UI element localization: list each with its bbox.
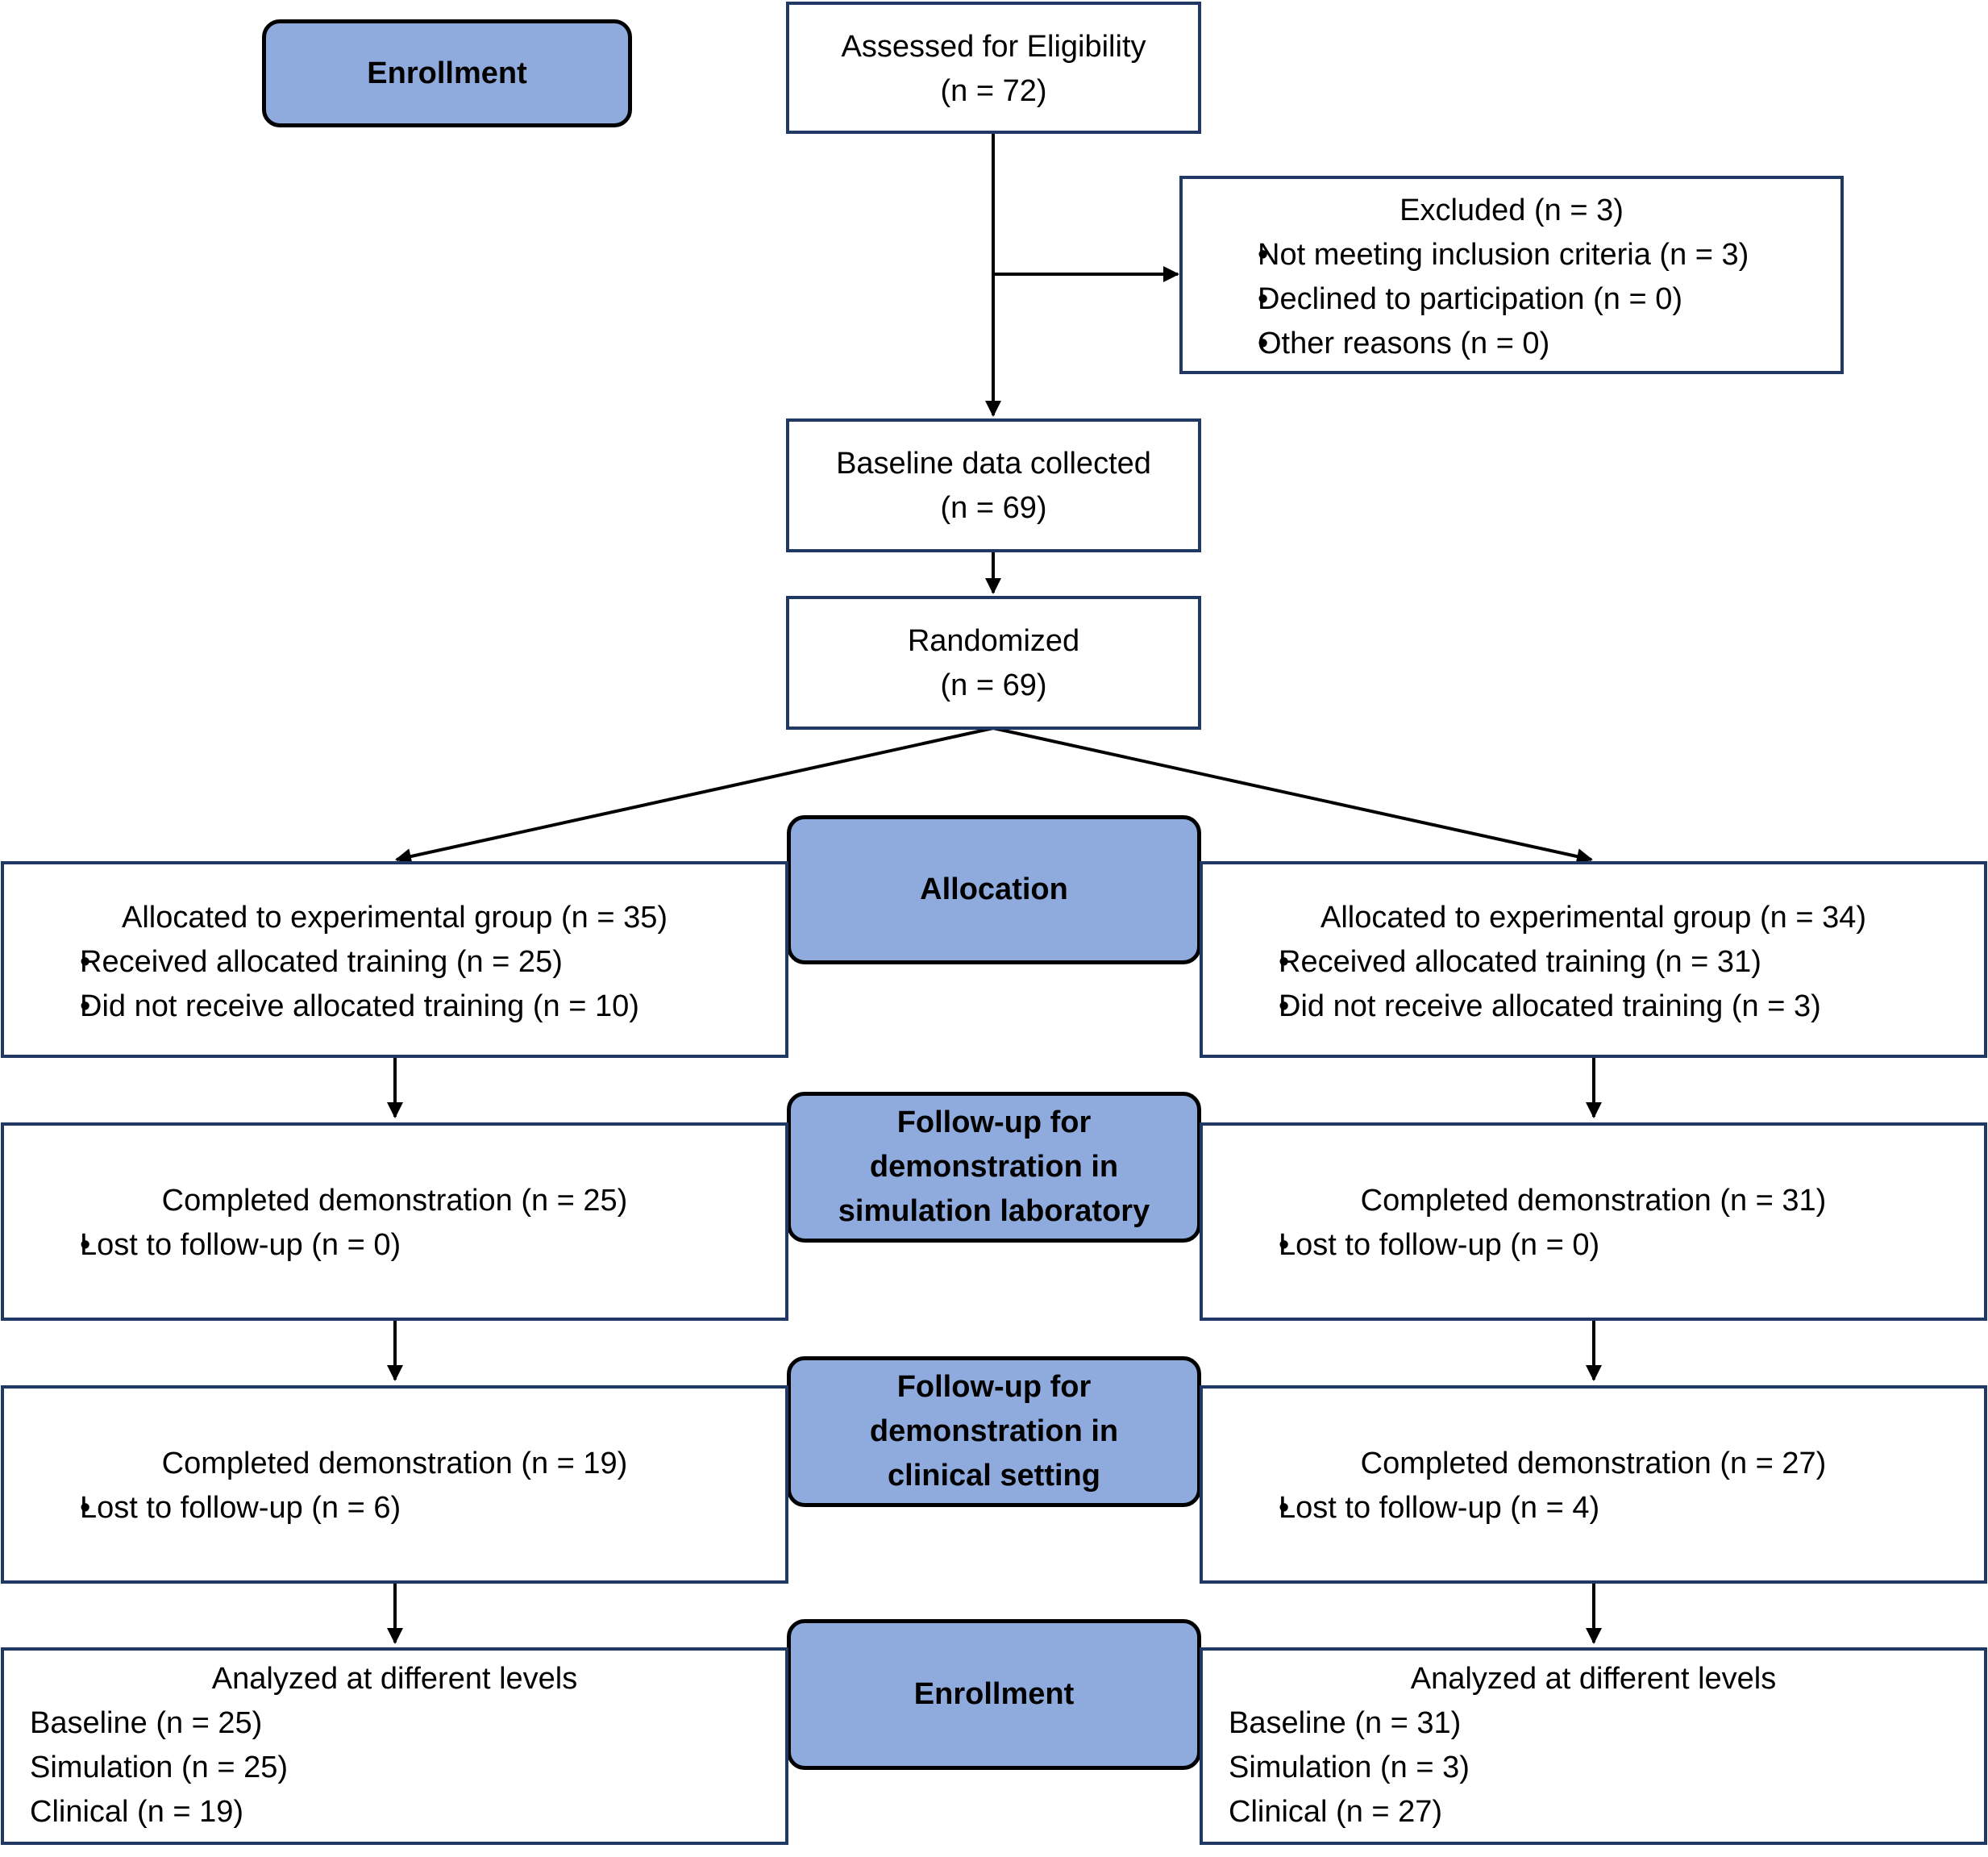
left-allocation-box: Allocated to experimental group (n = 35)… xyxy=(1,861,788,1058)
baseline-box: Baseline data collected (n = 69) xyxy=(786,418,1201,552)
left-analyzed-line: Simulation (n = 25) xyxy=(30,1751,288,1784)
right-allocation-list: Received allocated training (n = 31) Did… xyxy=(1203,940,1984,1029)
left-analyzed-line: Clinical (n = 19) xyxy=(30,1795,244,1829)
right-clinical-box: Completed demonstration (n = 27) Lost to… xyxy=(1200,1385,1987,1584)
arrow-randomized-to-left xyxy=(395,727,994,864)
baseline-count: (n = 69) xyxy=(940,491,1047,525)
right-allocation-item: Received allocated training (n = 31) xyxy=(1203,940,1984,985)
excluded-item: Other reasons (n = 0) xyxy=(1183,322,1840,366)
left-allocation-list: Received allocated training (n = 25) Did… xyxy=(4,940,785,1029)
right-clinical-list: Lost to follow-up (n = 4) xyxy=(1203,1486,1984,1530)
stage-enrollment-bottom: Enrollment xyxy=(787,1619,1201,1770)
assessed-title: Assessed for Eligibility xyxy=(841,30,1146,64)
stage-enrollment-top-label: Enrollment xyxy=(367,56,527,90)
excluded-item: Not meeting inclusion criteria (n = 3) xyxy=(1183,233,1840,277)
excluded-list: Not meeting inclusion criteria (n = 3) D… xyxy=(1183,233,1840,366)
left-clinical-box: Completed demonstration (n = 19) Lost to… xyxy=(1,1385,788,1584)
excluded-item: Declined to participation (n = 0) xyxy=(1183,277,1840,322)
randomized-count: (n = 69) xyxy=(940,668,1047,702)
right-analyzed-line: Clinical (n = 27) xyxy=(1229,1795,1443,1829)
stage-followup-sim-line: Follow-up for xyxy=(896,1105,1092,1139)
left-simulation-list: Lost to follow-up (n = 0) xyxy=(4,1223,785,1268)
left-analyzed-box: Analyzed at different levels Baseline (n… xyxy=(1,1647,788,1845)
right-simulation-title: Completed demonstration (n = 31) xyxy=(1360,1184,1827,1218)
stage-enrollment-top: Enrollment xyxy=(262,19,632,127)
left-allocation-title: Allocated to experimental group (n = 35) xyxy=(121,901,668,935)
stage-followup-simulation: Follow-up for demonstration in simulatio… xyxy=(787,1092,1201,1243)
left-clinical-list: Lost to follow-up (n = 6) xyxy=(4,1486,785,1530)
excluded-box: Excluded (n = 3) Not meeting inclusion c… xyxy=(1179,176,1844,374)
left-simulation-box: Completed demonstration (n = 25) Lost to… xyxy=(1,1122,788,1321)
left-simulation-title: Completed demonstration (n = 25) xyxy=(161,1184,628,1218)
left-clinical-item: Lost to follow-up (n = 6) xyxy=(4,1486,785,1530)
stage-followup-clinical-line: demonstration in xyxy=(869,1414,1119,1448)
stage-followup-sim-line: demonstration in xyxy=(869,1150,1119,1184)
left-allocation-item: Did not receive allocated training (n = … xyxy=(4,985,785,1029)
right-allocation-box: Allocated to experimental group (n = 34)… xyxy=(1200,861,1987,1058)
right-analyzed-line: Simulation (n = 3) xyxy=(1229,1751,1470,1784)
right-simulation-list: Lost to follow-up (n = 0) xyxy=(1203,1223,1984,1268)
left-analyzed-line: Baseline (n = 25) xyxy=(30,1706,263,1740)
right-analyzed-title: Analyzed at different levels xyxy=(1410,1662,1777,1696)
excluded-title: Excluded (n = 3) xyxy=(1400,194,1624,227)
stage-followup-sim-line: simulation laboratory xyxy=(838,1194,1150,1228)
stage-followup-clinical-line: clinical setting xyxy=(888,1459,1100,1493)
left-analyzed-title: Analyzed at different levels xyxy=(211,1662,578,1696)
arrow-randomized-to-right xyxy=(992,727,1593,864)
right-allocation-title: Allocated to experimental group (n = 34) xyxy=(1320,901,1866,935)
right-clinical-title: Completed demonstration (n = 27) xyxy=(1360,1447,1827,1480)
stage-followup-clinical-line: Follow-up for xyxy=(896,1370,1092,1404)
stage-followup-clinical: Follow-up for demonstration in clinical … xyxy=(787,1356,1201,1507)
stage-allocation-label: Allocation xyxy=(920,872,1068,906)
right-analyzed-box: Analyzed at different levels Baseline (n… xyxy=(1200,1647,1987,1845)
left-simulation-item: Lost to follow-up (n = 0) xyxy=(4,1223,785,1268)
right-clinical-item: Lost to follow-up (n = 4) xyxy=(1203,1486,1984,1530)
left-allocation-item: Received allocated training (n = 25) xyxy=(4,940,785,985)
stage-allocation: Allocation xyxy=(787,815,1201,964)
right-simulation-box: Completed demonstration (n = 31) Lost to… xyxy=(1200,1122,1987,1321)
right-allocation-item: Did not receive allocated training (n = … xyxy=(1203,985,1984,1029)
baseline-title: Baseline data collected xyxy=(836,447,1151,481)
right-simulation-item: Lost to follow-up (n = 0) xyxy=(1203,1223,1984,1268)
right-analyzed-line: Baseline (n = 31) xyxy=(1229,1706,1462,1740)
left-clinical-title: Completed demonstration (n = 19) xyxy=(161,1447,628,1480)
assessed-count: (n = 72) xyxy=(940,74,1047,108)
randomized-box: Randomized (n = 69) xyxy=(786,596,1201,730)
assessed-box: Assessed for Eligibility (n = 72) xyxy=(786,2,1201,134)
stage-enrollment-bottom-label: Enrollment xyxy=(913,1677,1075,1711)
randomized-title: Randomized xyxy=(907,624,1080,658)
